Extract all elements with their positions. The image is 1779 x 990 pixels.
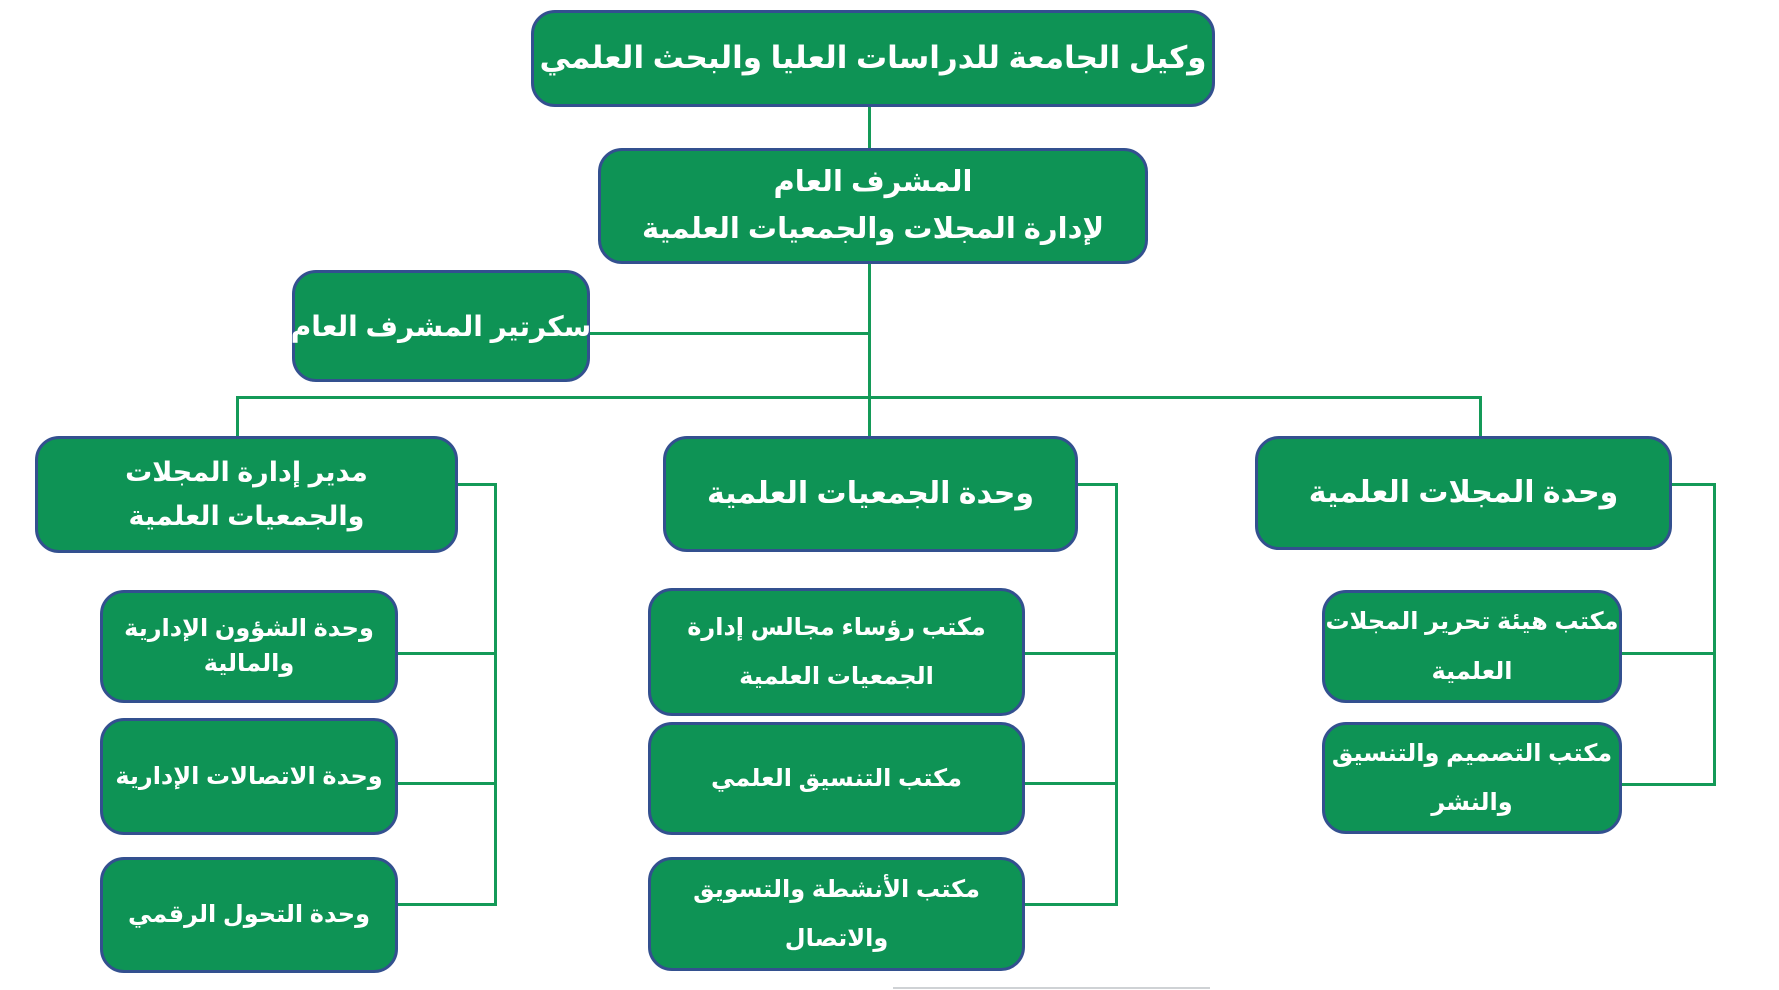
node-label-line2: لإدارة المجلات والجمعيات العلمية [641,213,1105,245]
node-label-line1: وحدة الشؤون الإدارية [124,614,374,642]
node-label-line2: والمالية [203,649,295,677]
connector-journals-child-2 [1620,783,1716,786]
connector-drop-journals-unit [1479,396,1482,436]
connector-societies-child-1 [1023,652,1118,655]
connector-journals-spine [1713,483,1716,786]
node-scientific-coordination-office: مكتب التنسيق العلمي [648,722,1025,835]
node-label: وكيل الجامعة للدراسات العليا والبحث العل… [539,40,1207,76]
connector-distribution-bar [236,396,1482,399]
node-label: وحدة الجمعيات العلمية [706,477,1035,511]
connector-societies-stub [1076,483,1118,486]
connector-root-to-supervisor [868,106,871,148]
connector-drop-director [236,396,239,436]
connector-director-stub [456,483,497,486]
node-journals-societies-director: مدير إدارة المجلات والجمعيات العلمية [35,436,458,553]
node-label-line1: مكتب رؤساء مجالس إدارة [687,613,986,641]
node-general-supervisor: المشرف العام لإدارة المجلات والجمعيات ال… [598,148,1148,264]
connector-journals-child-1 [1620,652,1716,655]
node-admin-financial-affairs-unit: وحدة الشؤون الإدارية والمالية [100,590,398,703]
connector-director-child-3 [396,903,496,906]
node-label: وحدة الاتصالات الإدارية [115,762,383,790]
node-label-line2: والنشر [1431,789,1513,816]
node-label-line2: والاتصال [784,925,889,952]
node-label: مكتب التنسيق العلمي [711,764,962,792]
node-label-line2: الجمعيات العلمية [739,663,934,690]
node-societies-boards-chairmen-office: مكتب رؤساء مجالس إدارة الجمعيات العلمية [648,588,1025,716]
cropped-bottom-edge [893,987,1210,989]
node-label: وحدة المجلات العلمية [1308,476,1619,510]
connector-societies-child-3 [1023,903,1118,906]
connector-secretary [590,332,870,335]
connector-societies-spine [1115,483,1118,906]
node-admin-communications-unit: وحدة الاتصالات الإدارية [100,718,398,835]
connector-societies-child-2 [1023,782,1118,785]
connector-journals-stub [1670,483,1716,486]
node-label-line1: مكتب التصميم والتنسيق [1331,739,1613,767]
node-journals-editorial-board-office: مكتب هيئة تحرير المجلات العلمية [1322,590,1622,703]
connector-director-child-1 [396,652,496,655]
node-scientific-societies-unit: وحدة الجمعيات العلمية [663,436,1078,552]
node-label-line1: مكتب هيئة تحرير المجلات [1325,608,1619,636]
node-label-line1: مكتب الأنشطة والتسويق [693,875,980,903]
node-supervisor-secretary: سكرتير المشرف العام [290,270,592,382]
node-label-line2: والجمعيات العلمية [128,500,365,531]
connector-director-spine [494,483,497,906]
node-activities-marketing-communication-office: مكتب الأنشطة والتسويق والاتصال [648,857,1025,971]
node-label-line1: مدير إدارة المجلات [125,456,368,487]
node-scientific-journals-unit: وحدة المجلات العلمية [1255,436,1672,550]
connector-director-child-2 [396,782,496,785]
node-label-line1: المشرف العام [773,166,973,199]
node-label: سكرتير المشرف العام [290,310,592,342]
node-design-coordination-publishing-office: مكتب التصميم والتنسيق والنشر [1322,722,1622,834]
node-vice-rector-graduate-studies: وكيل الجامعة للدراسات العليا والبحث العل… [531,10,1215,107]
node-digital-transformation-unit: وحدة التحول الرقمي [100,857,398,973]
node-label: وحدة التحول الرقمي [127,901,371,928]
node-label-line2: العلمية [1431,657,1513,685]
connector-supervisor-to-branches [868,263,871,436]
